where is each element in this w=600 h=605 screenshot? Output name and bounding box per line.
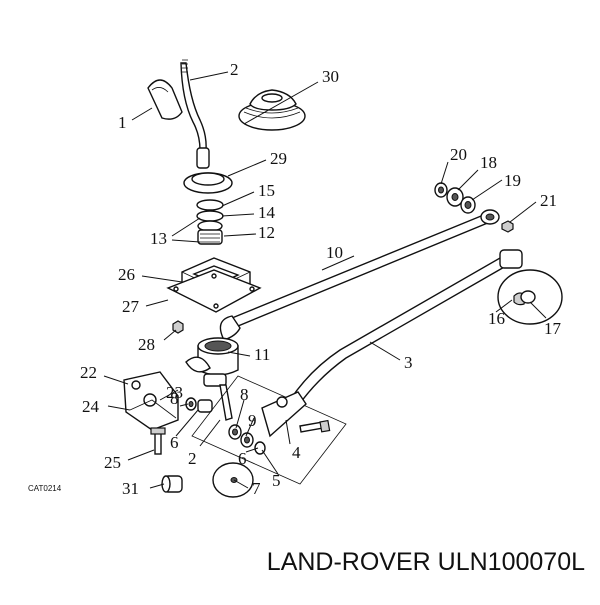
callout-3: 3 (404, 353, 413, 372)
mounting-bracket (123, 371, 179, 431)
callout-2-top: 2 (230, 60, 239, 79)
callout-17: 17 (544, 319, 562, 338)
callout-25: 25 (104, 453, 121, 472)
callout-23: 23 (166, 383, 183, 402)
callout-8-left: 8 (170, 389, 179, 408)
callout-22: 22 (80, 363, 97, 382)
callout-8-right: 8 (240, 385, 249, 404)
cup-washer (497, 269, 563, 325)
callout-7: 7 (252, 479, 261, 498)
lever-seat (183, 172, 233, 194)
callout-28: 28 (138, 335, 155, 354)
callout-2-bottom: 2 (188, 449, 197, 468)
callout-5: 5 (272, 471, 281, 490)
callout-30: 30 (322, 67, 339, 86)
callout-26: 26 (118, 265, 135, 284)
leader-lines (103, 71, 547, 489)
callout-13: 13 (150, 229, 167, 248)
callout-21: 21 (540, 191, 557, 210)
callout-6-right: 6 (238, 449, 247, 468)
callout-27: 27 (122, 297, 140, 316)
gear-lever (180, 59, 210, 169)
washer-7 (212, 462, 254, 498)
gear-knob (147, 79, 183, 120)
callout-16: 16 (488, 309, 505, 328)
gaiter-boot (238, 89, 306, 131)
bolt-25 (150, 427, 166, 455)
callout-10: 10 (326, 243, 343, 262)
callout-4: 4 (292, 443, 301, 462)
callout-14: 14 (258, 203, 276, 222)
spring-ring-stack (196, 199, 224, 245)
callout-6-left: 6 (170, 433, 179, 452)
gasket-plate (166, 269, 262, 313)
bush-stack (434, 182, 476, 214)
callout-19: 19 (504, 171, 521, 190)
callout-29: 29 (270, 149, 287, 168)
callout-1: 1 (118, 113, 127, 132)
callout-18: 18 (480, 153, 497, 172)
catalog-code: CAT0214 (28, 484, 62, 493)
pivot-bushes-right (228, 424, 266, 455)
pivot-bushes-left (185, 384, 233, 421)
part-number-label: LAND-ROVER ULN100070L (266, 548, 585, 576)
callout-12: 12 (258, 223, 275, 242)
lower-socket (185, 337, 239, 387)
bolt-21 (501, 220, 514, 233)
callout-20: 20 (450, 145, 467, 164)
callout-24: 24 (82, 397, 100, 416)
selector-rod-10 (219, 209, 500, 341)
selector-lever-box (191, 375, 347, 485)
callout-11: 11 (254, 345, 270, 364)
selector-rod-3 (289, 249, 523, 407)
bush-31 (161, 475, 183, 493)
callout-9: 9 (248, 411, 257, 430)
callout-31: 31 (122, 479, 139, 498)
callout-labels: 1 2 30 29 15 14 13 12 20 18 19 21 10 26 … (28, 60, 562, 498)
callout-15: 15 (258, 181, 275, 200)
